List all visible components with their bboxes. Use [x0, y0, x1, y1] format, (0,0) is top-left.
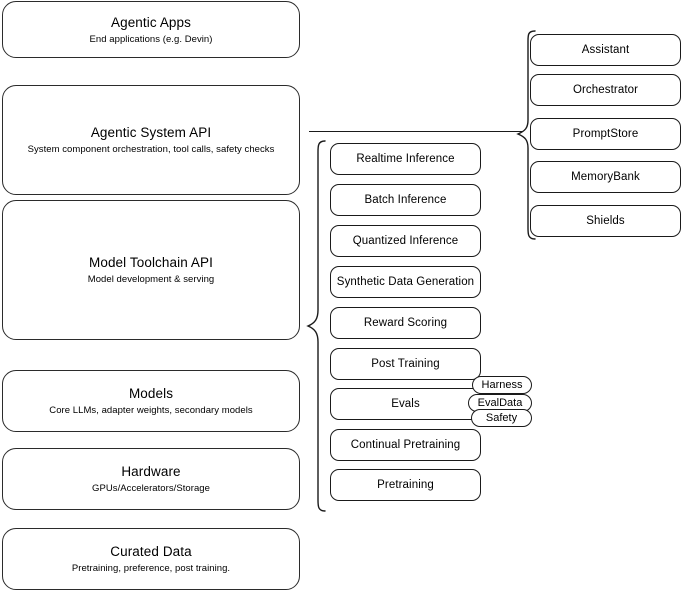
capability-box-continual-pretraining[interactable]: Continual Pretraining [330, 429, 481, 461]
layer-title: Models [128, 386, 174, 401]
layer-box-agentic-apps[interactable]: Agentic Apps End applications (e.g. Devi… [2, 1, 300, 58]
capability-box-batch-inference[interactable]: Batch Inference [330, 184, 481, 216]
layer-box-models[interactable]: Models Core LLMs, adapter weights, secon… [2, 370, 300, 432]
component-label: PromptStore [572, 128, 639, 140]
pill-label: EvalData [477, 397, 523, 409]
capability-box-reward-scoring[interactable]: Reward Scoring [330, 307, 481, 339]
pill-safety[interactable]: Safety [471, 409, 532, 427]
layer-title: Hardware [121, 464, 181, 479]
layer-subtitle: Pretraining, preference, post training. [71, 563, 231, 574]
component-label: MemoryBank [571, 171, 640, 183]
component-box-assistant[interactable]: Assistant [530, 34, 681, 66]
capability-label: Realtime Inference [356, 153, 455, 165]
component-box-memorybank[interactable]: MemoryBank [530, 161, 681, 193]
component-box-promptstore[interactable]: PromptStore [530, 118, 681, 150]
layer-box-model-toolchain-api[interactable]: Model Toolchain API Model development & … [2, 200, 300, 340]
pill-label: Harness [481, 379, 523, 391]
capability-label: Evals [391, 398, 420, 410]
layer-subtitle: Model development & serving [87, 274, 215, 285]
component-box-orchestrator[interactable]: Orchestrator [530, 74, 681, 106]
layer-subtitle: End applications (e.g. Devin) [89, 33, 213, 45]
capability-box-evals[interactable]: Evals [330, 388, 481, 420]
component-label: Assistant [581, 44, 630, 56]
component-label: Orchestrator [572, 84, 639, 96]
capability-label: Synthetic Data Generation [336, 276, 475, 288]
brace-toolchain-capabilities [305, 140, 327, 512]
layer-subtitle: System component orchestration, tool cal… [27, 144, 275, 155]
layer-box-curated-data[interactable]: Curated Data Pretraining, preference, po… [2, 528, 300, 590]
layer-title: Model Toolchain API [89, 255, 213, 270]
capability-label: Continual Pretraining [350, 439, 461, 451]
layer-title: Agentic System API [90, 125, 212, 140]
layer-title: Agentic Apps [110, 14, 191, 30]
pill-label: Safety [485, 412, 518, 424]
capability-label: Quantized Inference [352, 235, 459, 247]
brace-system-components [515, 30, 537, 240]
layer-box-hardware[interactable]: Hardware GPUs/Accelerators/Storage [2, 448, 300, 510]
capability-box-synthetic-data-generation[interactable]: Synthetic Data Generation [330, 266, 481, 298]
capability-box-pretraining[interactable]: Pretraining [330, 469, 481, 501]
capability-box-realtime-inference[interactable]: Realtime Inference [330, 143, 481, 175]
component-box-shields[interactable]: Shields [530, 205, 681, 237]
connector-system-api-to-components [309, 131, 523, 133]
component-label: Shields [586, 215, 625, 227]
capability-box-post-training[interactable]: Post Training [330, 348, 481, 380]
pill-harness[interactable]: Harness [472, 376, 532, 394]
capability-label: Reward Scoring [363, 317, 448, 329]
capability-label: Pretraining [377, 479, 434, 491]
capability-box-quantized-inference[interactable]: Quantized Inference [330, 225, 481, 257]
layer-subtitle: Core LLMs, adapter weights, secondary mo… [49, 405, 253, 416]
layer-box-agentic-system-api[interactable]: Agentic System API System component orch… [2, 85, 300, 195]
layer-subtitle: GPUs/Accelerators/Storage [92, 483, 210, 494]
capability-label: Batch Inference [364, 194, 447, 206]
capability-label: Post Training [371, 358, 440, 370]
layer-title: Curated Data [110, 544, 192, 559]
